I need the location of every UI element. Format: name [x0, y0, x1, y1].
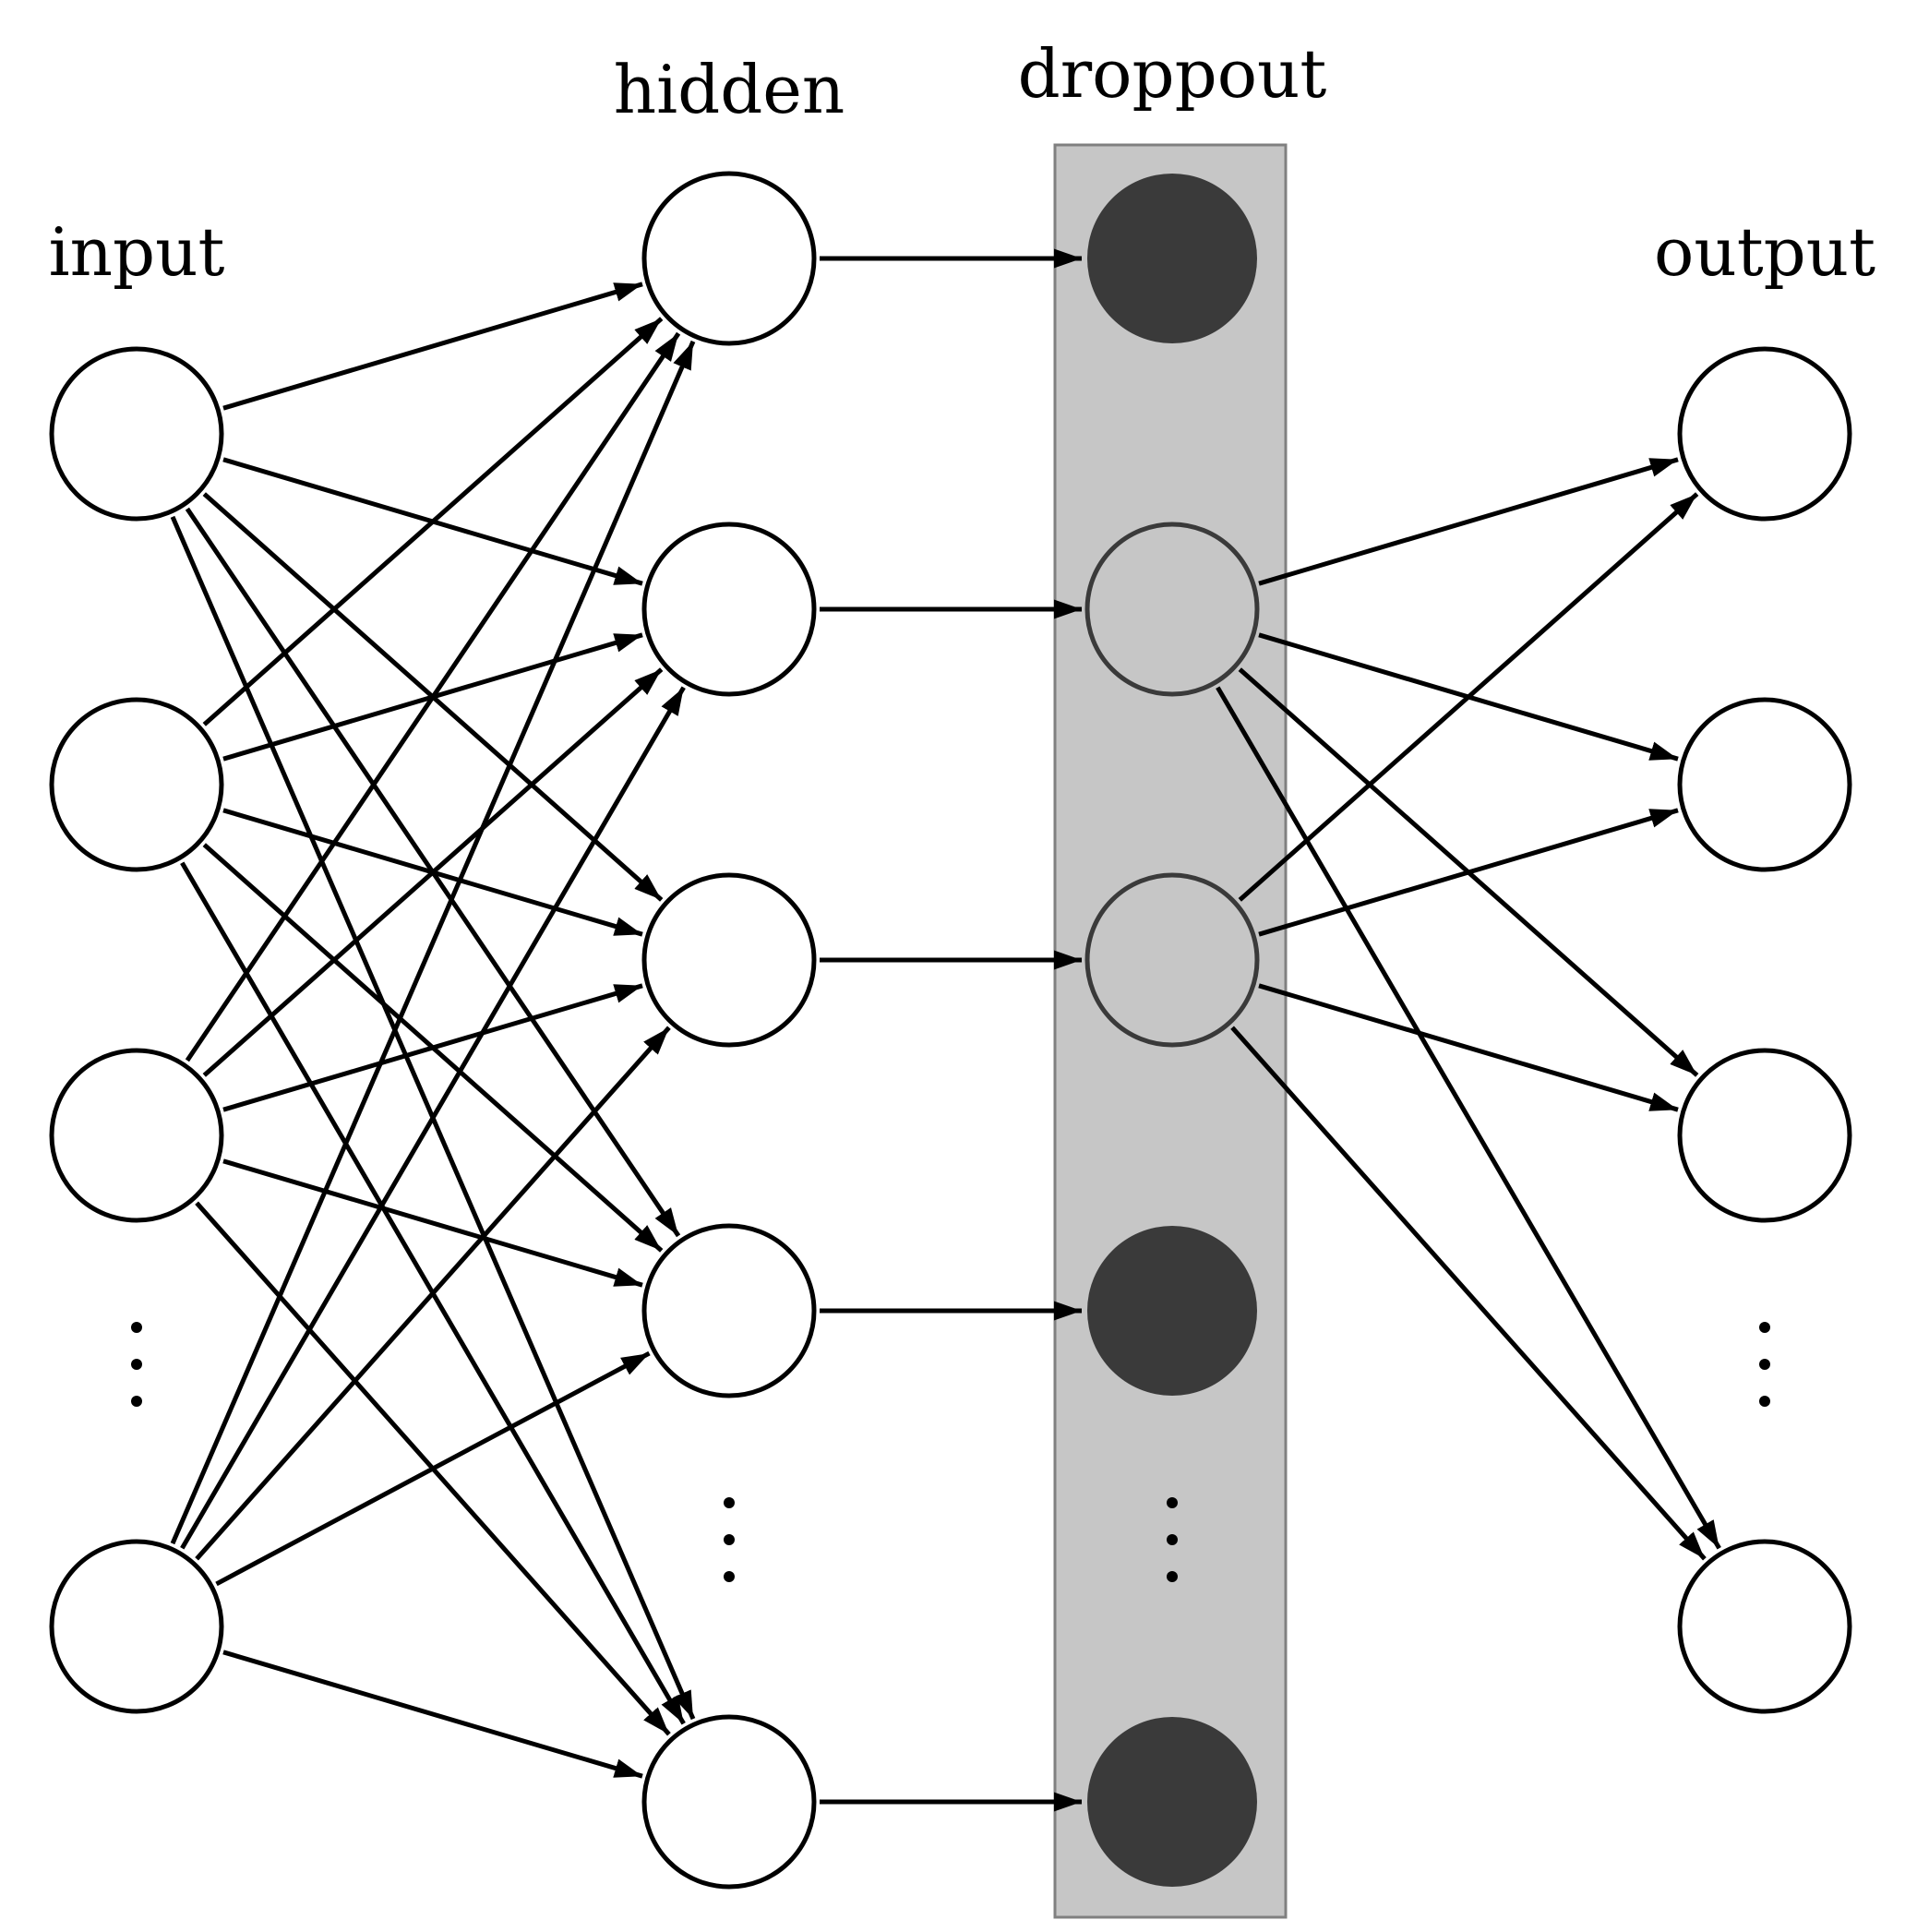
- input-ellipsis-dot-2: [131, 1359, 142, 1370]
- dropout-ellipsis-dot-3: [1167, 1571, 1178, 1582]
- edge-dropout-3-to-output-4: [1230, 1026, 1707, 1561]
- output-ellipsis-dot-3: [1759, 1396, 1770, 1407]
- edge-input-4-to-hidden-5: [222, 1650, 643, 1779]
- input-ellipsis-dot-3: [131, 1396, 142, 1407]
- edge-input-2-to-hidden-1: [202, 317, 664, 726]
- output-ellipsis-dot-1: [1759, 1322, 1770, 1333]
- input-node-1: [49, 346, 224, 522]
- hidden-node-4: [641, 1223, 817, 1398]
- input-layer-label: input: [49, 213, 225, 291]
- hidden-ellipsis-dot-2: [724, 1534, 735, 1545]
- nodes: [49, 171, 1852, 1890]
- output-node-3: [1677, 1048, 1852, 1223]
- hidden-layer-label: hidden: [614, 51, 845, 128]
- output-ellipsis-dot-2: [1759, 1359, 1770, 1370]
- edge-dropout-3-to-output-1: [1238, 492, 1699, 902]
- edge-dropout-3-to-output-3: [1258, 983, 1679, 1112]
- input-ellipsis-dot-1: [131, 1322, 142, 1333]
- input-node-4: [49, 1539, 224, 1714]
- edge-dropout-2-to-output-4: [1216, 686, 1721, 1550]
- edge-input-3-to-hidden-4: [222, 1158, 643, 1288]
- kept-node-2: [1084, 522, 1260, 697]
- hidden-ellipsis-dot-3: [724, 1571, 735, 1582]
- output-layer-label: output: [1654, 213, 1875, 291]
- output-node-4: [1677, 1539, 1852, 1714]
- edge-input-4-to-hidden-1: [170, 340, 696, 1545]
- edge-input-4-to-hidden-3: [195, 1026, 671, 1561]
- hidden-node-5: [641, 1714, 817, 1890]
- hidden-node-2: [641, 522, 817, 697]
- dropout-ellipsis-dot-1: [1167, 1497, 1178, 1508]
- dropped-node-1: [1087, 174, 1257, 343]
- input-node-3: [49, 1048, 224, 1223]
- edges: [170, 248, 1721, 1812]
- edge-input-3-to-hidden-3: [222, 983, 643, 1112]
- dropout-ellipsis-dot-2: [1167, 1534, 1178, 1545]
- edge-dropout-2-to-output-1: [1258, 457, 1679, 586]
- output-node-1: [1677, 346, 1852, 522]
- input-node-2: [49, 697, 224, 872]
- edge-input-4-to-hidden-4: [215, 1350, 651, 1587]
- dropout-layer-label: droppout: [1018, 35, 1327, 113]
- edge-input-4-to-hidden-2: [180, 686, 686, 1550]
- hidden-ellipsis-dot-1: [724, 1497, 735, 1508]
- ellipsis-marks: [131, 1322, 1770, 1582]
- edge-input-3-to-hidden-2: [202, 667, 664, 1077]
- dropped-node-5: [1087, 1717, 1257, 1887]
- kept-node-3: [1084, 872, 1260, 1048]
- edge-dropout-3-to-output-2: [1258, 808, 1679, 937]
- edge-input-3-to-hidden-1: [185, 331, 681, 1062]
- hidden-node-1: [641, 171, 817, 346]
- edge-input-1-to-hidden-1: [222, 282, 643, 411]
- dropped-node-4: [1087, 1226, 1257, 1396]
- output-node-2: [1677, 697, 1852, 872]
- hidden-node-3: [641, 872, 817, 1048]
